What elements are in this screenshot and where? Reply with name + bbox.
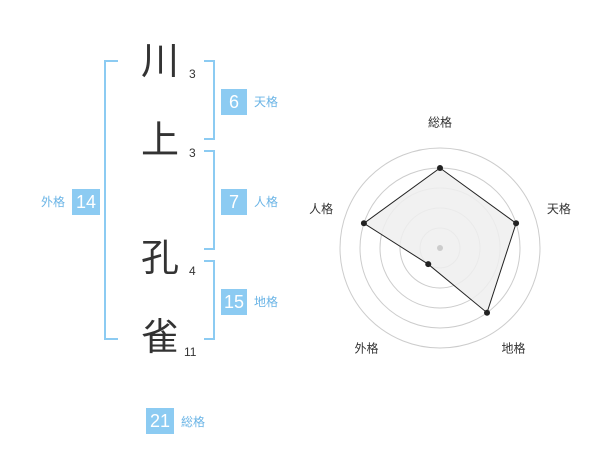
radar-grid-ring [339, 147, 541, 349]
radar-center-dot [437, 245, 443, 251]
tenkaku-bracket [204, 60, 215, 140]
name-char-2: 上 [141, 118, 180, 162]
gaikaku-value: 14 [72, 189, 100, 215]
jinkaku-bracket [204, 150, 215, 250]
radar-axis-label-5: 人格 [309, 201, 333, 216]
gaikaku-label: 外格 [41, 195, 66, 209]
radar-axis-label-3: 地格 [501, 341, 525, 356]
stroke-count-4: 11 [184, 345, 197, 359]
name-char-1: 川 [141, 39, 180, 83]
soukaku-label: 総格 [181, 415, 206, 429]
stroke-count-3: 4 [189, 264, 196, 278]
radar-point-1 [437, 165, 443, 171]
radar-point-2 [513, 220, 520, 227]
chikaku-bracket [204, 260, 215, 340]
radar-point-4 [425, 261, 432, 268]
tenkaku-value: 6 [221, 89, 247, 115]
jinkaku-label: 人格 [254, 195, 279, 209]
radar-data-polygon [363, 167, 517, 314]
stroke-count-1: 3 [189, 67, 196, 81]
chikaku-label: 地格 [254, 295, 279, 309]
radar-point-5 [360, 220, 367, 227]
tenkaku-label: 天格 [254, 95, 279, 109]
radar-axis-label-2: 天格 [547, 201, 571, 216]
jinkaku-value: 7 [221, 189, 247, 215]
name-char-3: 孔 [141, 236, 180, 280]
radar-point-3 [484, 309, 491, 316]
chikaku-value: 15 [221, 289, 247, 315]
soukaku-value: 21 [146, 408, 174, 434]
gaikaku-bracket [104, 60, 118, 340]
radar-axis-label-1: 総格 [428, 115, 452, 130]
radar-axis-label-4: 外格 [354, 341, 378, 356]
stroke-count-2: 3 [189, 146, 196, 160]
name-char-4: 雀 [141, 315, 180, 359]
